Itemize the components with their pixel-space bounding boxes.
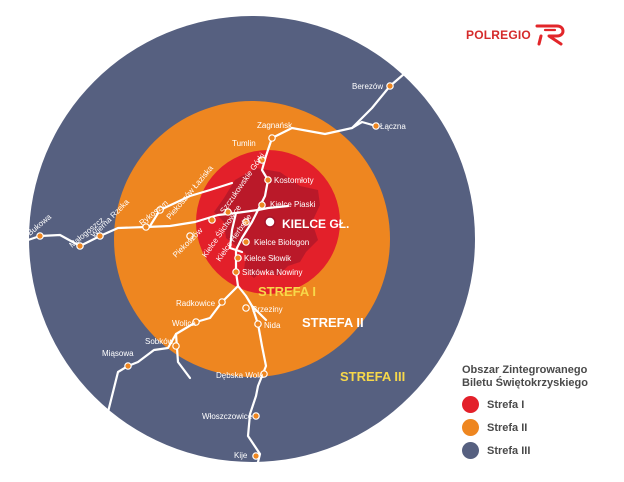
main-station-marker — [264, 216, 276, 228]
station-label-nida: Nida — [264, 321, 281, 330]
station-label-sitkowka-nowiny: Sitkówka Nowiny — [242, 268, 302, 277]
station-label-kielce-slowik: Kielce Słowik — [244, 254, 292, 263]
station-label-brzeziny: Brzeziny — [252, 305, 283, 314]
station-label-wloszczowice: Włoszczowice — [202, 412, 253, 421]
legend-title-line1: Obszar Zintegrowanego — [462, 364, 588, 376]
station-markers — [36, 82, 394, 460]
station-label-wolica: Wolica — [172, 319, 196, 328]
station-label-sobkow: Sobków — [145, 337, 174, 346]
legend-item-zone-2: Strefa II — [462, 419, 612, 436]
legend-dot-zone-2 — [462, 419, 479, 436]
station-label-debska-wola: Dębska Wola — [216, 371, 264, 380]
station-label-kostomloty: Kostomłoty — [274, 176, 314, 185]
station-label-berezow: Berezów — [352, 82, 383, 91]
station-label-kielce-biologon: Kielce Biologon — [254, 238, 309, 247]
legend-dot-zone-1 — [462, 396, 479, 413]
legend-label-zone-1: Strefa I — [487, 398, 525, 411]
station-label-kije: Kije — [234, 451, 248, 460]
zone-1-label: STREFA I — [258, 284, 316, 299]
polregio-mark-icon — [535, 24, 565, 46]
legend-label-zone-2: Strefa II — [487, 421, 528, 434]
zone-2-label: STREFA II — [302, 315, 364, 330]
station-label-laczna: Łączna — [380, 122, 406, 131]
legend-item-zone-3: Strefa III — [462, 442, 612, 459]
zone-3-label: STREFA III — [340, 369, 405, 384]
station-label-tumlin: Tumlin — [232, 139, 256, 148]
legend-title-line2: Biletu Świętokrzyskiego — [462, 377, 588, 389]
polregio-logo: POLREGIO — [466, 24, 567, 46]
legend: Obszar Zintegrowanego Biletu Świętokrzys… — [462, 364, 612, 459]
station-label-miasowa: Miąsowa — [102, 349, 134, 358]
legend-dot-zone-3 — [462, 442, 479, 459]
brand-name: POLREGIO — [466, 28, 531, 42]
legend-label-zone-3: Strefa III — [487, 444, 531, 457]
main-station-label: KIELCE GŁ. — [282, 217, 349, 231]
legend-item-zone-1: Strefa I — [462, 396, 612, 413]
station-label-kielce-piaski: Kielce Piaski — [270, 200, 316, 209]
station-label-zagnansk: Zagnańsk — [257, 121, 293, 130]
station-label-radkowice: Radkowice — [176, 299, 216, 308]
